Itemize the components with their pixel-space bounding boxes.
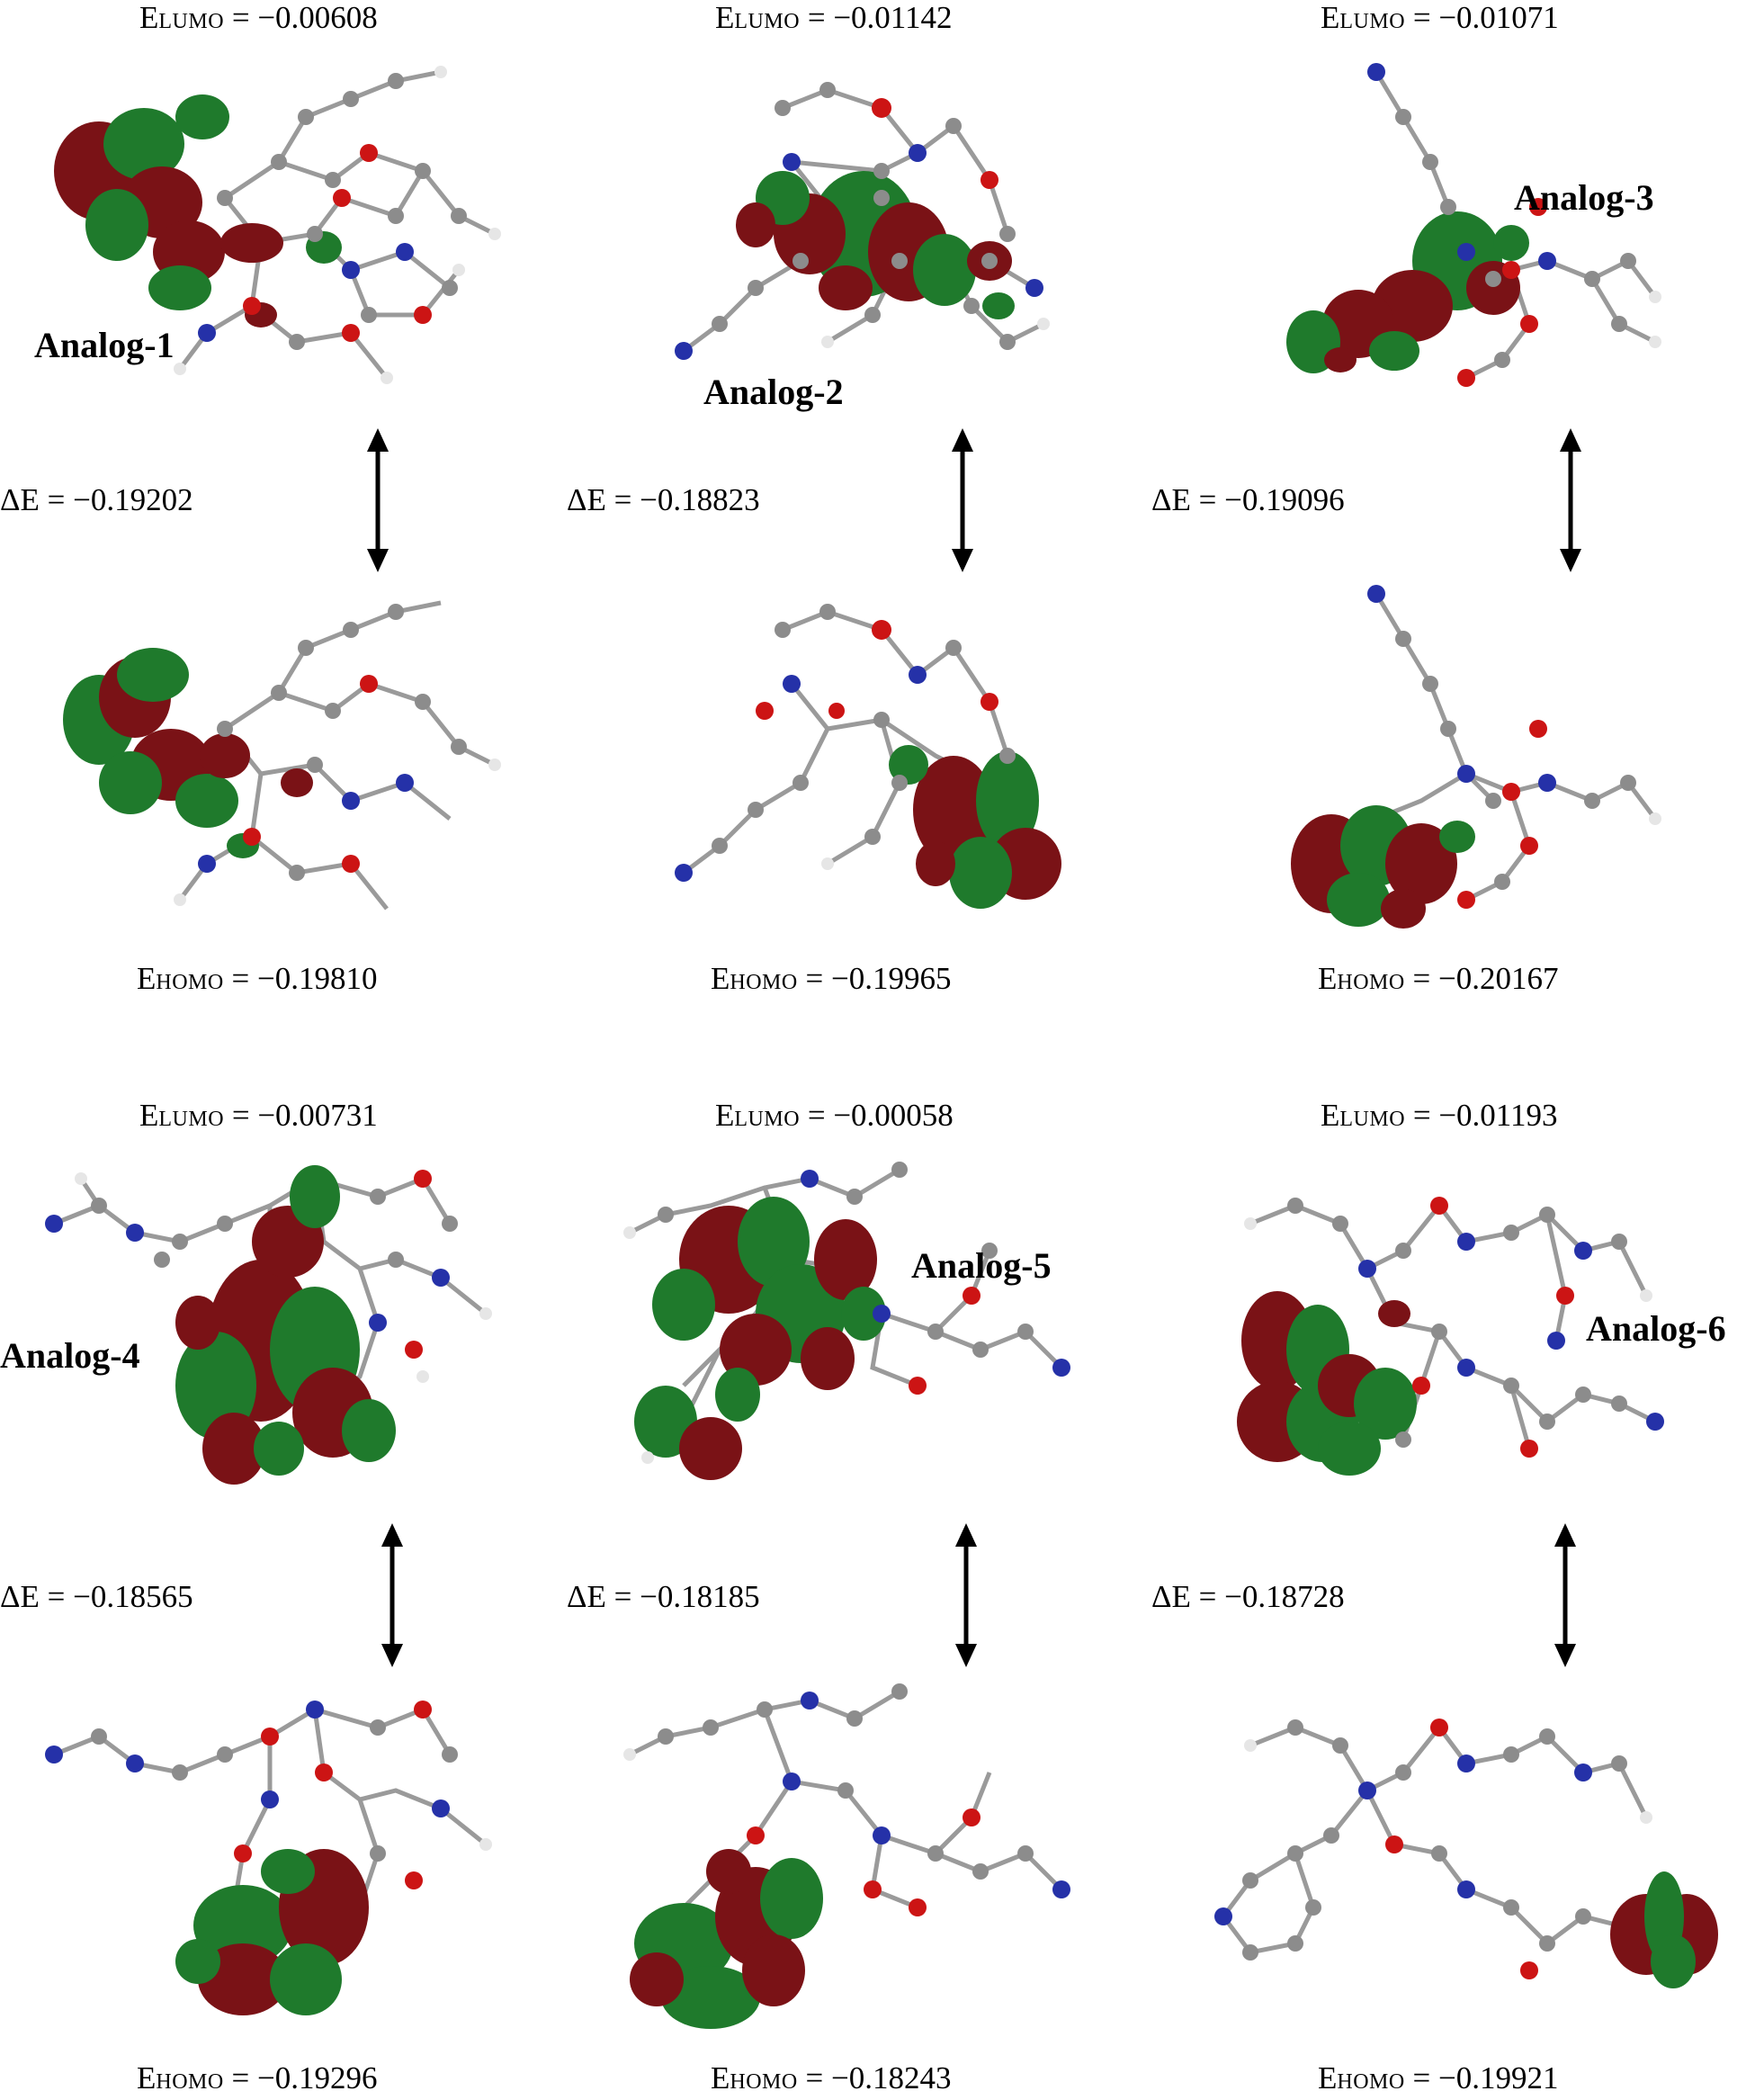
molecule-homo-1	[63, 600, 501, 911]
gap-energy-5: ΔE = −0.18185	[567, 1579, 760, 1614]
gap-energy-3: ΔE = −0.19096	[1151, 482, 1345, 517]
double-arrow-2	[952, 428, 973, 572]
homo-energy-6: EHOMO = −0.19921	[1318, 2060, 1559, 2096]
molecule-homo-4	[45, 1701, 492, 2015]
orbital-lobes	[54, 94, 342, 328]
gap-energy-2: ΔE = −0.18823	[567, 482, 760, 517]
homo-energy-5: EHOMO = −0.18243	[711, 2060, 952, 2096]
lumo-energy-6: ELUMO = −0.01193	[1321, 1098, 1558, 1133]
molecule-lumo-1	[54, 66, 501, 384]
molecule-lumo-5	[623, 1162, 1070, 1480]
molecule-lumo-2	[675, 82, 1050, 360]
gap-energy-1: ΔE = −0.19202	[0, 482, 193, 517]
double-arrow-4	[381, 1523, 403, 1667]
double-arrow-1	[367, 428, 389, 572]
double-arrow-5	[955, 1523, 977, 1667]
molecule-homo-2	[675, 604, 1061, 909]
analog-label-3: Analog-3	[1514, 177, 1654, 218]
gap-energy-6: ΔE = −0.18728	[1151, 1579, 1345, 1614]
molecule-lumo-3	[1286, 63, 1661, 387]
double-arrow-3	[1560, 428, 1581, 572]
lumo-energy-4: ELUMO = −0.00731	[139, 1098, 378, 1133]
gap-energy-4: ΔE = −0.18565	[0, 1579, 193, 1614]
analog-label-1: Analog-1	[34, 325, 175, 365]
molecule-lumo-4	[45, 1165, 492, 1485]
homo-energy-2: EHOMO = −0.19965	[711, 961, 952, 996]
analog-label-4: Analog-4	[0, 1335, 140, 1376]
homo-energy-4: EHOMO = −0.19296	[137, 2060, 378, 2096]
molecule-homo-3	[1291, 585, 1661, 929]
analog-label-6: Analog-6	[1586, 1308, 1726, 1349]
lumo-energy-1: ELUMO = −0.00608	[139, 0, 378, 35]
lumo-energy-5: ELUMO = −0.00058	[715, 1098, 954, 1133]
lumo-energy-2: ELUMO = −0.01142	[715, 0, 953, 35]
homo-energy-1: EHOMO = −0.19810	[137, 961, 378, 996]
analog-label-5: Analog-5	[911, 1245, 1052, 1286]
molecule-homo-5	[623, 1683, 1070, 2029]
molecule-homo-6	[1214, 1719, 1718, 1988]
homo-energy-3: EHOMO = −0.20167	[1318, 961, 1559, 996]
molecule-lumo-6	[1237, 1197, 1664, 1476]
double-arrow-6	[1554, 1523, 1576, 1667]
lumo-energy-3: ELUMO = −0.01071	[1321, 0, 1559, 35]
atoms	[174, 66, 501, 384]
analog-label-2: Analog-2	[703, 372, 844, 412]
